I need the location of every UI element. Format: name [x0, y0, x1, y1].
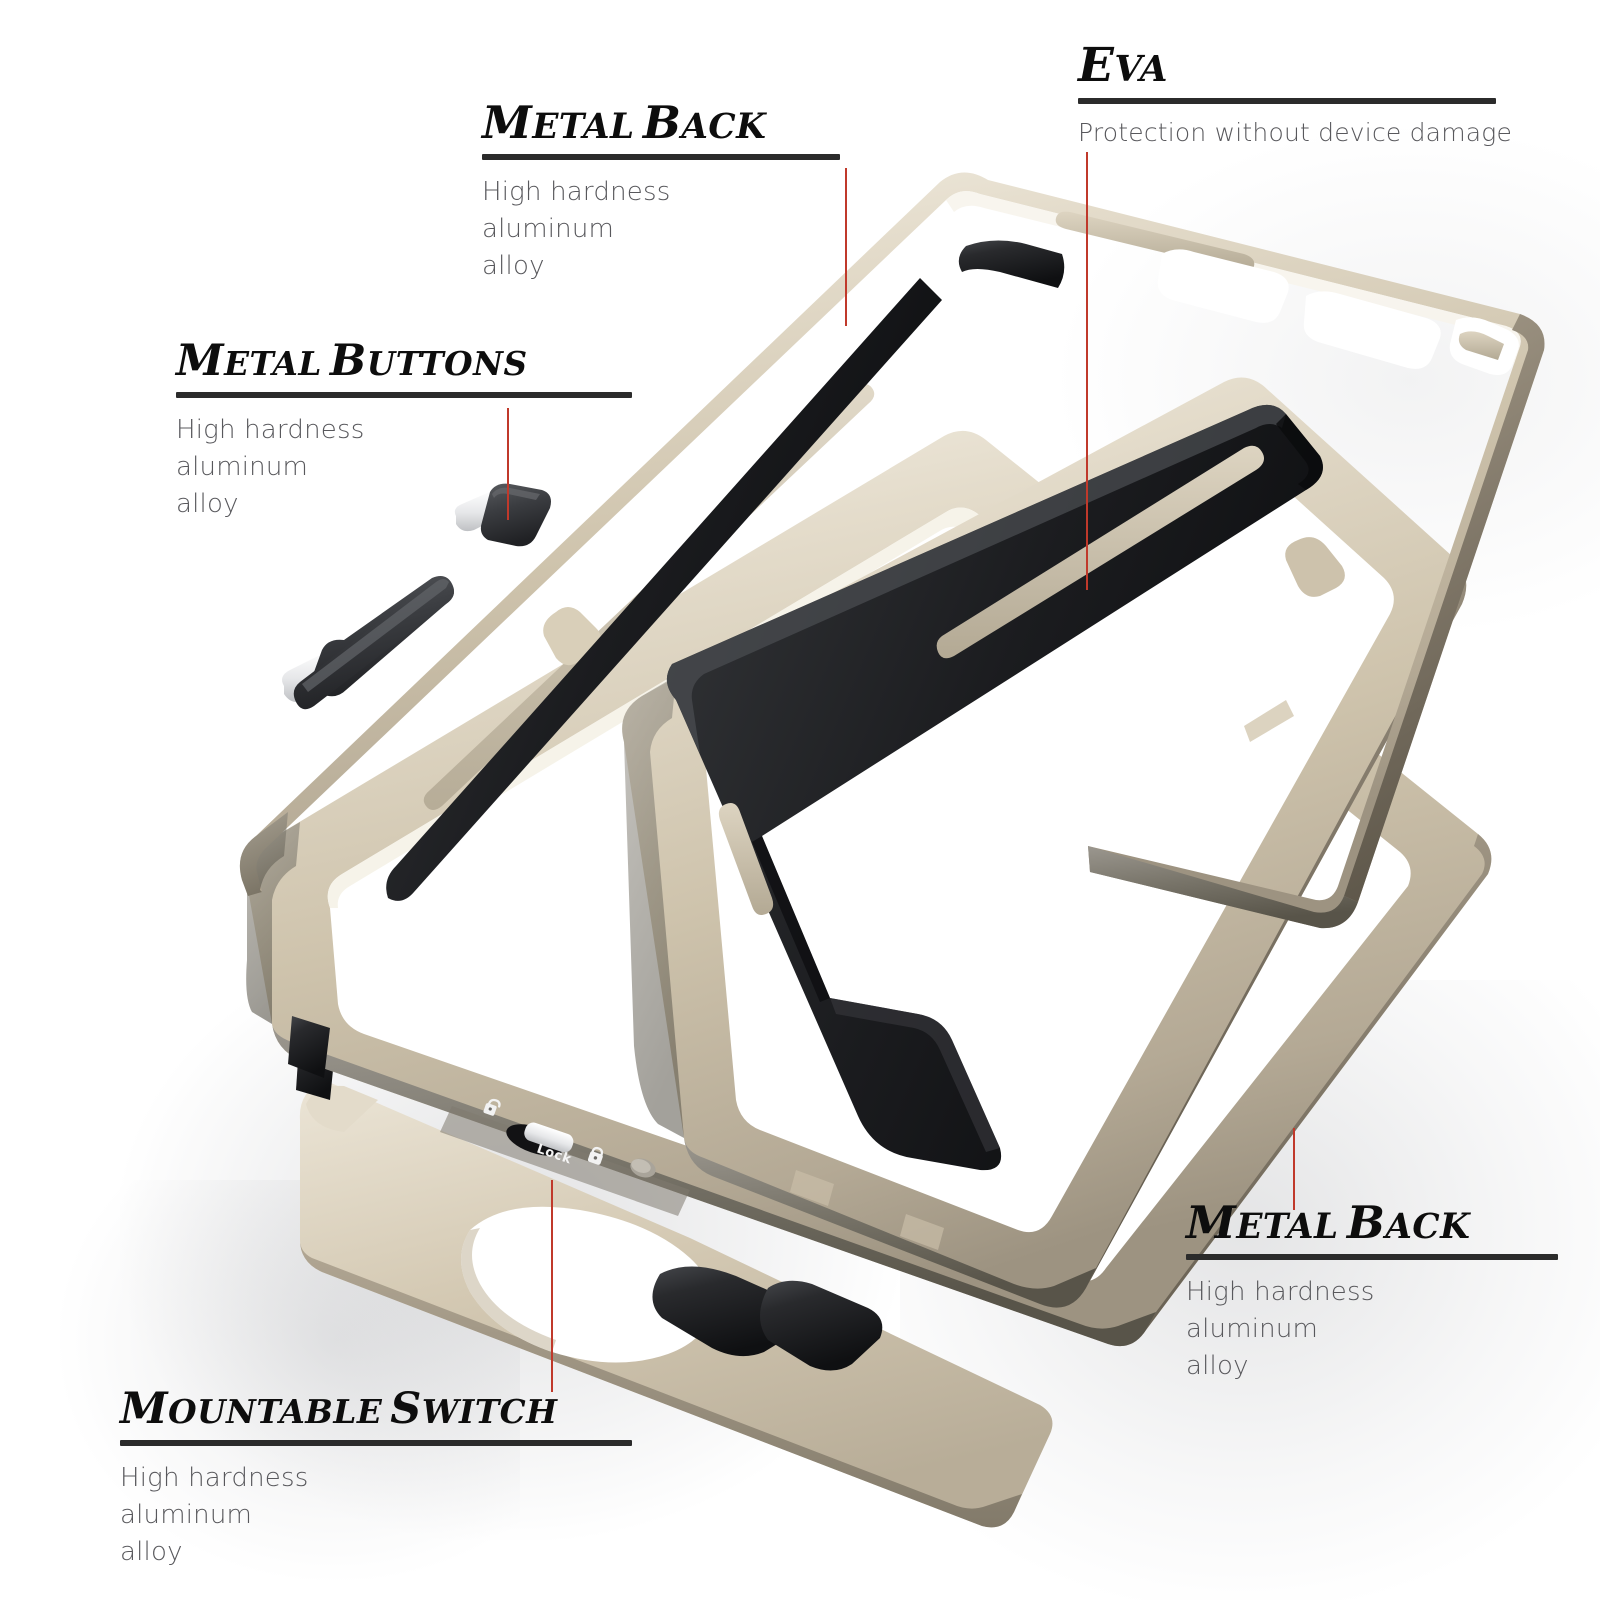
callout-rule	[1186, 1254, 1558, 1260]
callout-rule	[176, 392, 632, 398]
callout-description: High hardness aluminum alloy	[120, 1460, 632, 1571]
unlock-icon	[483, 1098, 501, 1116]
callout-metal-back-top: METAL BACK High hardness aluminum alloy	[482, 100, 840, 285]
leader-line-metal-back-top	[845, 168, 847, 326]
eva-pad-center	[760, 1280, 883, 1371]
metal-button-large	[282, 576, 454, 710]
callout-rule	[1078, 98, 1496, 104]
callout-mountable-switch: MOUNTABLE SWITCH High hardness aluminum …	[120, 1388, 632, 1571]
callout-description-line: High hardness	[176, 415, 365, 445]
leader-line-metal-back-bottom	[1293, 1128, 1295, 1210]
callout-description-line: alloy	[176, 488, 239, 519]
callout-description: High hardness aluminum alloy	[1186, 1274, 1558, 1385]
callout-title: METAL BACK	[482, 96, 767, 149]
mountable-lock-switch[interactable]: Lock	[440, 1098, 690, 1216]
callout-title: EVA	[1078, 38, 1168, 93]
callout-description-line: alloy	[482, 250, 545, 281]
eva-bumper	[666, 404, 1323, 1171]
callout-description-line: aluminum	[120, 1499, 253, 1530]
callout-description-line: aluminum	[482, 213, 615, 244]
eva-strip-diagonal	[386, 278, 942, 901]
callout-description: High hardness aluminum alloy	[482, 174, 840, 285]
callout-description-line: alloy	[1186, 1350, 1249, 1381]
leader-line-metal-buttons	[507, 408, 509, 520]
callout-title: MOUNTABLE SWITCH	[120, 1384, 558, 1434]
callout-description-line: aluminum	[176, 451, 309, 482]
metal-button-small	[454, 483, 551, 547]
callout-description-line: High hardness	[120, 1463, 309, 1493]
eva-pad-top	[958, 240, 1065, 288]
callout-metal-buttons: METAL BUTTONS High hardness aluminum all…	[176, 340, 632, 523]
callout-description: Protection without device damage	[1078, 115, 1512, 151]
callout-metal-back-bottom: METAL BACK High hardness aluminum alloy	[1186, 1200, 1558, 1385]
callout-title: METAL BUTTONS	[176, 336, 528, 386]
callout-description-line: Protection without device damage	[1078, 118, 1513, 147]
callout-rule	[120, 1440, 632, 1446]
leader-line-eva	[1086, 152, 1088, 590]
callout-description-line: High hardness	[1186, 1277, 1375, 1307]
callout-description-line: alloy	[120, 1536, 183, 1567]
callout-eva: EVA Protection without device damage	[1078, 42, 1512, 151]
lock-icon	[587, 1146, 604, 1165]
callout-rule	[482, 154, 840, 160]
leader-line-mountable-switch	[551, 1180, 553, 1392]
callout-description-line: aluminum	[1186, 1313, 1319, 1344]
callout-description-line: High hardness	[482, 177, 671, 207]
callout-description: High hardness aluminum alloy	[176, 412, 632, 523]
callout-title: METAL BACK	[1186, 1196, 1471, 1249]
